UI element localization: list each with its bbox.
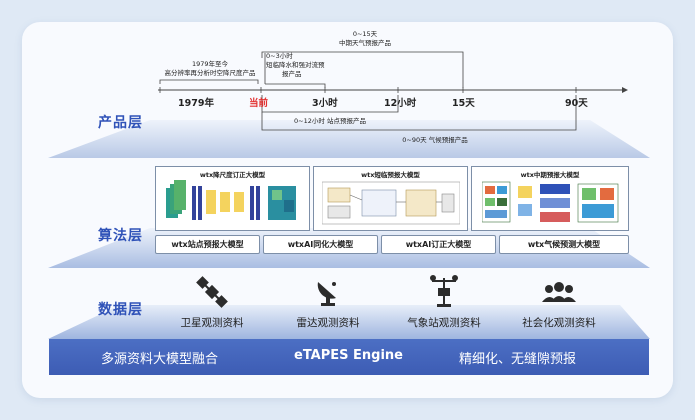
tick-current: 当前 [249, 98, 269, 109]
downscale-model-panel: wtx降尺度订正大模型 [155, 166, 310, 231]
station-data-label: 气象站观测资料 [407, 317, 481, 329]
tick-3h: 3小时 [312, 98, 338, 109]
radar-data-label: 雷达观测资料 [296, 317, 360, 329]
ai-correction-model: wtxAI订正大模型 [381, 235, 496, 254]
tick-1979: 1979年 [178, 98, 214, 109]
medium-model-panel: wtx中期预报大模型 [471, 166, 629, 231]
downscale-model-title: wtx降尺度订正大模型 [199, 171, 266, 179]
short-range-bracket [264, 53, 326, 88]
nowcast-model-panel: wtx短临预报大模型 [313, 166, 468, 231]
reanalysis-note: 1979年至今 高分辨率再分析时空降尺度产品 [164, 60, 256, 77]
social-data-label: 社会化观测资料 [522, 317, 596, 329]
algorithm-layer-label: 算法层 [98, 228, 143, 244]
satellite-data-label: 卫星观测资料 [180, 317, 244, 329]
radar-icon [317, 282, 336, 306]
weather-station-icon [430, 275, 458, 307]
station-forecast-model: wtx站点预报大模型 [155, 235, 260, 254]
people-icon [542, 282, 576, 302]
engine-name: eTAPES Engine [294, 348, 404, 363]
climate-bracket [261, 95, 577, 131]
nowcast-model-title: wtx短临预报大模型 [361, 171, 420, 179]
product-layer-label: 产品层 [98, 115, 143, 131]
product-layer-plane [48, 120, 650, 158]
nowcast-architecture-figure [322, 181, 460, 225]
downscale-network-figure [166, 180, 296, 220]
tick-90d: 90天 [565, 98, 588, 109]
station-note: 0~12小时 站点预报产品 [294, 117, 366, 125]
climate-note: 0~90天 气候预报产品 [402, 136, 468, 144]
multi-source-fusion-text: 多源资料大模型融合 [101, 352, 219, 367]
station-bracket [261, 95, 399, 113]
mid-range-bracket [261, 51, 464, 88]
short-range-note: 0~3小时 短临降水和强对流预 报产品 [266, 52, 325, 78]
timeline-arrow-icon [622, 87, 628, 93]
ai-assimilation-model: wtxAI同化大模型 [263, 235, 378, 254]
seamless-forecast-text: 精细化、无缝隙预报 [459, 352, 577, 367]
engine-bar: 多源资料大模型融合 eTAPES Engine 精细化、无缝隙预报 [49, 339, 649, 375]
data-layer-label: 数据层 [98, 302, 143, 318]
tick-12h: 12小时 [384, 98, 417, 109]
satellite-icon [196, 276, 228, 308]
medium-model-title: wtx中期预报大模型 [520, 171, 580, 179]
tick-15d: 15天 [452, 98, 475, 109]
data-layer-plane [48, 305, 650, 339]
mid-range-note: 0~15天 中期天气预报产品 [339, 30, 391, 47]
climate-forecast-model: wtx气候预测大模型 [499, 235, 629, 254]
reanalysis-bracket [159, 79, 259, 84]
medium-architecture-figure [482, 181, 619, 223]
